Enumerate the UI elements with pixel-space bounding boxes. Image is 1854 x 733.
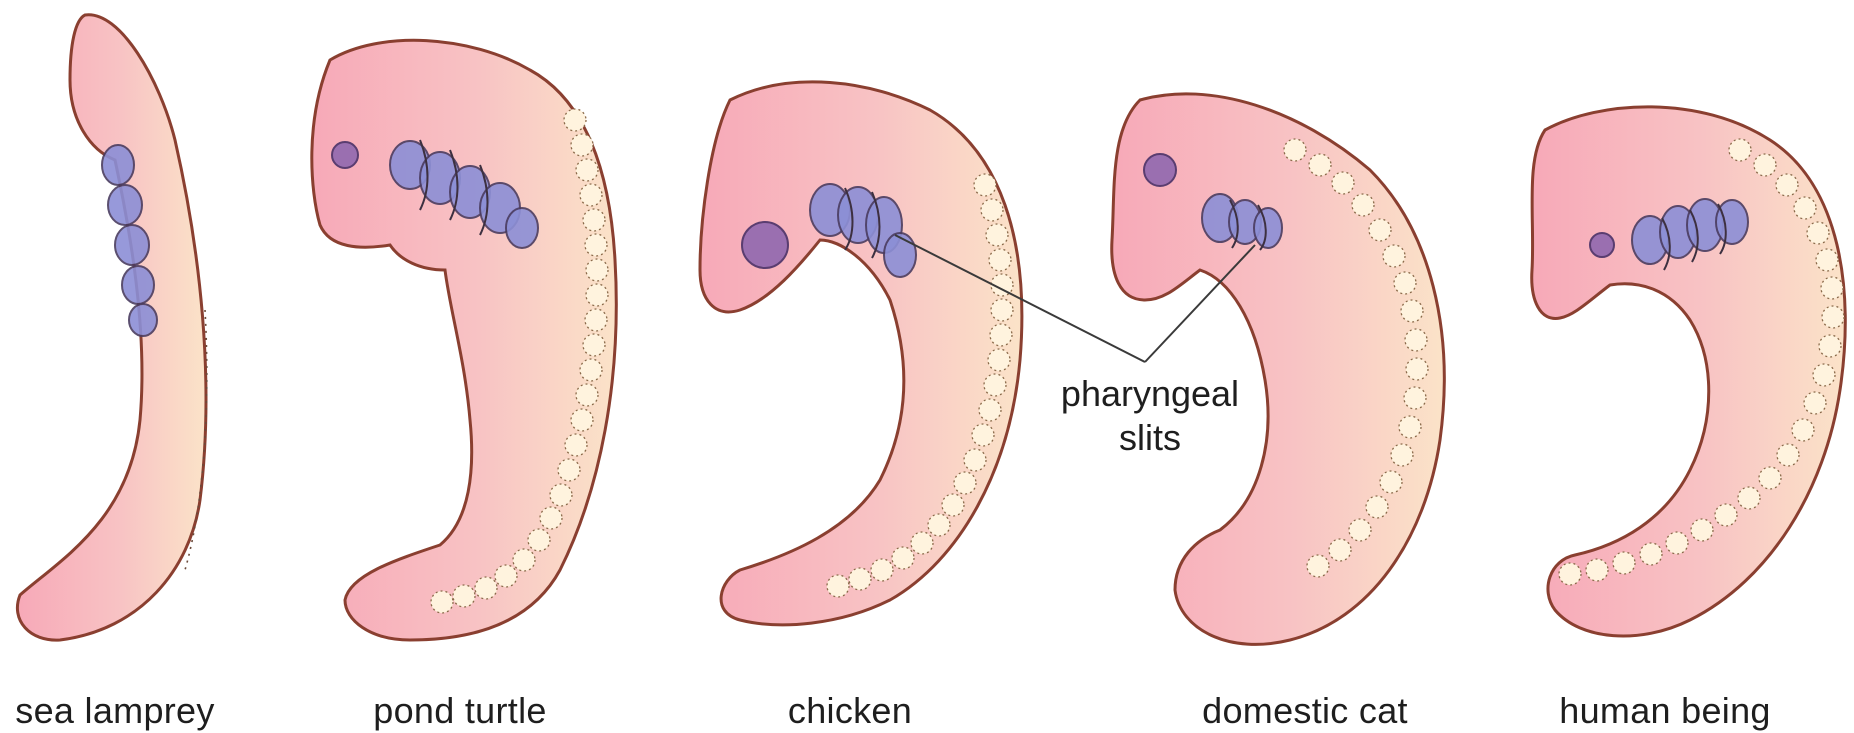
chicken-embryo [700,82,1022,625]
label-pond-turtle: pond turtle [345,690,575,732]
sea-lamprey-embryo [17,15,206,640]
pond-turtle-embryo [312,40,616,640]
domestic-cat-eye [1144,154,1176,186]
callout-line-1: pharyngeal [1050,372,1250,416]
pond-turtle-eye [332,142,358,168]
human-being-eye [1590,233,1614,257]
callout-line-2: slits [1050,416,1250,460]
human-being-embryo [1532,107,1846,636]
chicken-eye [742,222,788,268]
label-sea-lamprey: sea lamprey [0,690,230,732]
pharyngeal-slits-callout: pharyngeal slits [1050,372,1250,460]
label-human-being: human being [1545,690,1785,732]
label-chicken: chicken [735,690,965,732]
label-domestic-cat: domestic cat [1185,690,1425,732]
domestic-cat-embryo [1112,94,1445,645]
